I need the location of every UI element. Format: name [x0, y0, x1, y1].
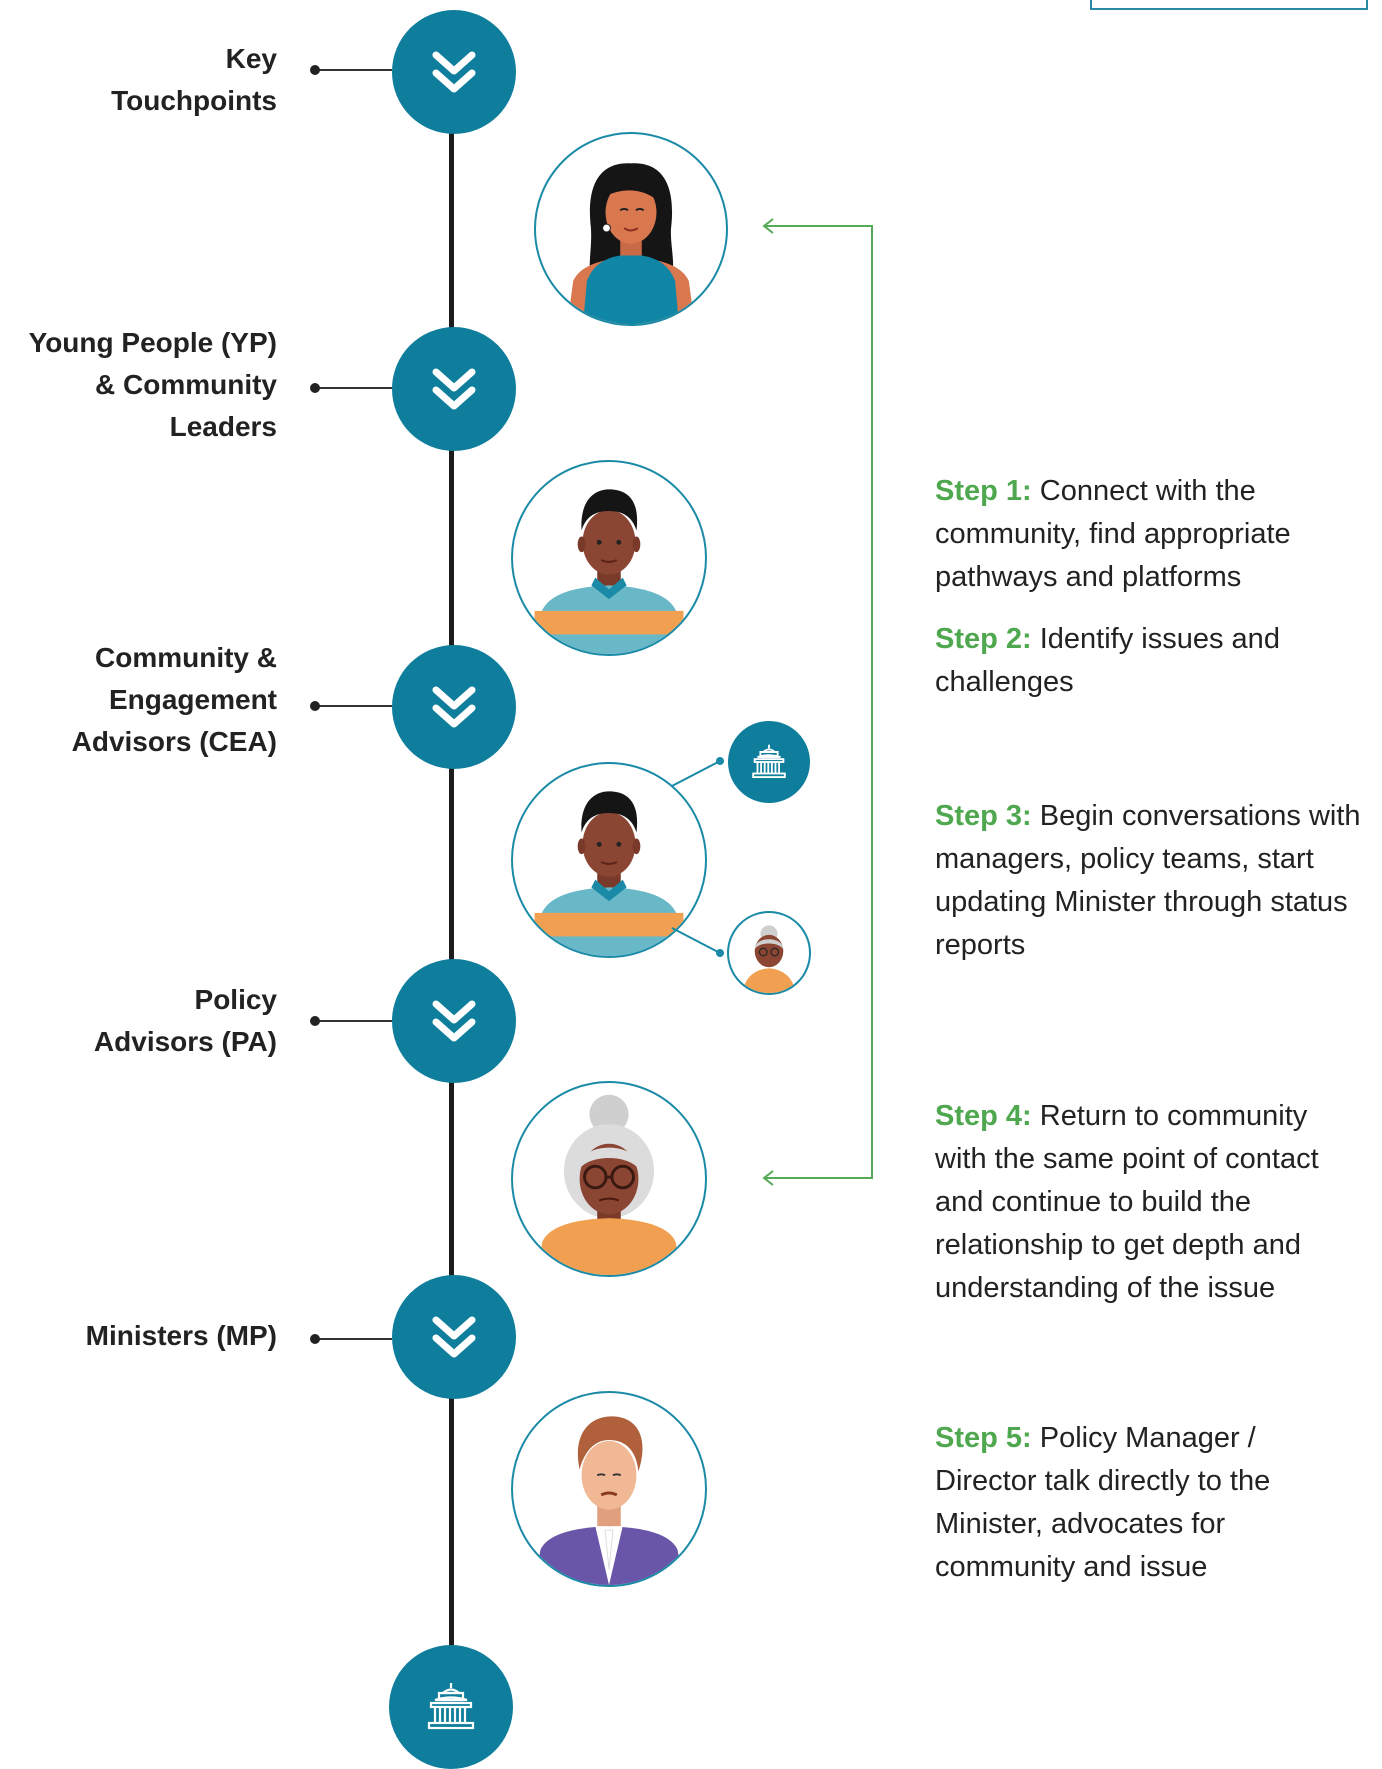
step-3: Step 3: Begin conversations with manager…: [935, 795, 1365, 967]
stage-label-key-touchpoints: Key Touchpoints: [111, 43, 277, 116]
parliament-building-icon: [752, 744, 786, 779]
step-2: Step 2: Identify issues and challenges: [935, 618, 1365, 704]
top-frame-edge: [1090, 0, 1368, 10]
stage-connector: [310, 383, 392, 393]
small-parliament-node: [728, 721, 810, 803]
step-4: Step 4: Return to community with the sam…: [935, 1095, 1365, 1310]
step-1-text: Connect with the community, find appropr…: [935, 475, 1291, 593]
avatar-young-woman: [534, 132, 728, 326]
feedback-loop-line: [871, 226, 873, 1178]
step-5-label: Step 5:: [935, 1422, 1032, 1454]
double-chevron-down-icon: [432, 686, 476, 728]
stage-label-policy-advisors: Policy Advisors (PA): [93, 984, 277, 1057]
stage-connector: [310, 65, 392, 75]
step-2-text: Identify issues and challenges: [935, 623, 1280, 698]
avatar-young-man-connected: [511, 762, 707, 958]
stage-node-ministers: [392, 1275, 516, 1399]
step-4-text: Return to community with the same point …: [935, 1100, 1319, 1304]
stage-node-cea: [392, 645, 516, 769]
step-1: Step 1: Connect with the community, find…: [935, 470, 1365, 599]
small-elder-avatar: [727, 911, 811, 995]
step-3-text: Begin conversations with managers, polic…: [935, 800, 1361, 961]
step-2-label: Step 2:: [935, 623, 1032, 655]
parliament-building-icon: [427, 1683, 475, 1730]
step-4-label: Step 4:: [935, 1100, 1032, 1132]
feedback-arrow-top: [762, 218, 873, 234]
step-5: Step 5: Policy Manager / Director talk d…: [935, 1417, 1365, 1589]
double-chevron-down-icon: [432, 51, 476, 93]
stage-label-cea: Community & Engagement Advisors (CEA): [71, 642, 277, 757]
stage-connector: [310, 701, 392, 711]
stage-node-policy-advisors: [392, 959, 516, 1083]
double-chevron-down-icon: [432, 1000, 476, 1042]
stage-label-young-people: Young People (YP) & Community Leaders: [28, 327, 277, 442]
step-3-label: Step 3:: [935, 800, 1032, 832]
step-1-label: Step 1:: [935, 475, 1032, 507]
stage-node-young-people: [392, 327, 516, 451]
stage-label-ministers: Ministers (MP): [85, 1320, 277, 1351]
stage-node-key-touchpoints: [392, 10, 516, 134]
end-node-parliament: [389, 1645, 513, 1769]
stage-connector: [310, 1334, 392, 1344]
avatar-minister: [511, 1391, 707, 1587]
avatar-elderly-woman: [511, 1081, 707, 1277]
double-chevron-down-icon: [432, 368, 476, 410]
timeline-line: [449, 60, 454, 1700]
stage-connector: [310, 1016, 392, 1026]
step-5-text: Policy Manager / Director talk directly …: [935, 1422, 1271, 1583]
avatar-young-man: [511, 460, 707, 656]
double-chevron-down-icon: [432, 1316, 476, 1358]
avatar-connection-lines: [671, 757, 724, 957]
feedback-arrow-bottom: [762, 1170, 873, 1186]
